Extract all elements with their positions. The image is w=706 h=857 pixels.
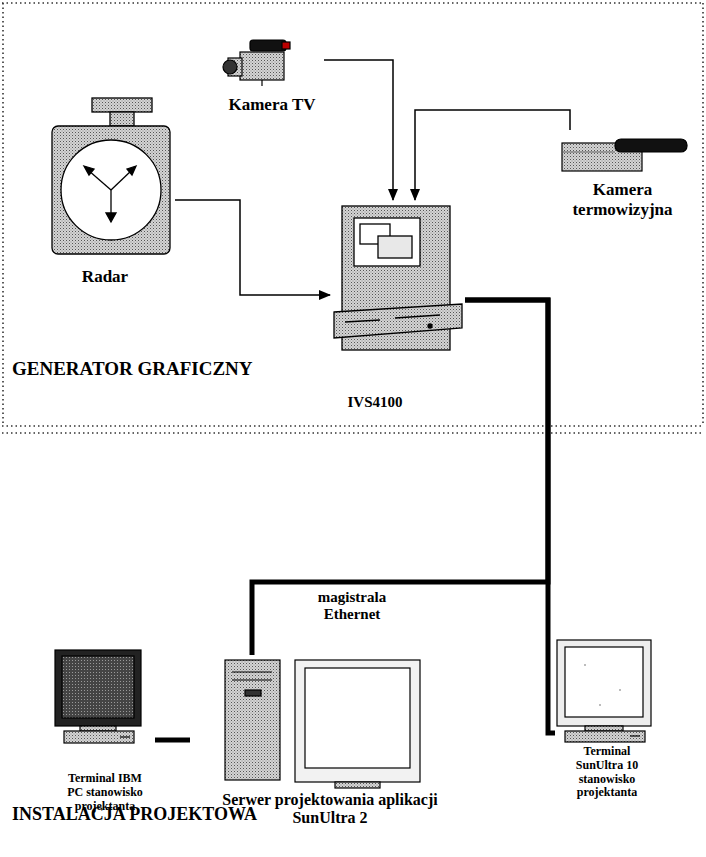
- thermal-camera-icon: [562, 139, 687, 171]
- device-label: IVS4100: [335, 394, 415, 411]
- ethernet-bus: [155, 738, 190, 743]
- signal-arrow: [415, 110, 570, 200]
- device-box: Kamera termowizyjna: [555, 130, 690, 225]
- device-label: Terminal SunUltra 10 stanowisko projekta…: [567, 745, 647, 800]
- device-box: Serwer projektowania aplikacji SunUltra …: [190, 655, 472, 832]
- device-label: Serwer projektowania aplikacji SunUltra …: [190, 791, 470, 828]
- device-box: Terminal SunUltra 10 stanowisko projekta…: [555, 635, 665, 840]
- workstation-terminal-icon: [557, 640, 651, 742]
- device-label: Kamera TV: [222, 95, 322, 115]
- ethernet-bus: [252, 300, 548, 655]
- pc-terminal-icon: [55, 650, 141, 743]
- device-box: Radar: [45, 90, 175, 295]
- region-band: GENERATOR GRAFICZNY Kamera TV Kamera termo…: [0, 0, 706, 428]
- signal-arrow: [324, 60, 393, 200]
- device-label: Radar: [65, 267, 145, 287]
- signal-arrow: [175, 200, 330, 295]
- device-box: IVS4100: [330, 200, 465, 420]
- device-label: Terminal IBM PC stanowisko projektanta: [67, 772, 143, 813]
- ethernet-bus: [465, 300, 555, 733]
- region-band: INSTALACJA PROJEKTOWATerminal IBM PC sta…: [0, 428, 706, 857]
- graphics-generator-icon: [334, 206, 462, 350]
- region-outline: [2, 3, 704, 433]
- bus-label: magistrala Ethernet: [300, 589, 404, 624]
- device-box: Kamera TV: [222, 35, 324, 120]
- tv-camera-icon: [223, 40, 290, 86]
- device-box: Terminal IBM PC stanowisko projektanta: [45, 645, 155, 840]
- device-label: Kamera termowizyjna: [560, 180, 685, 219]
- server-icon: [225, 660, 420, 788]
- region-title: GENERATOR GRAFICZNY: [12, 358, 312, 380]
- radar-icon: [52, 98, 170, 254]
